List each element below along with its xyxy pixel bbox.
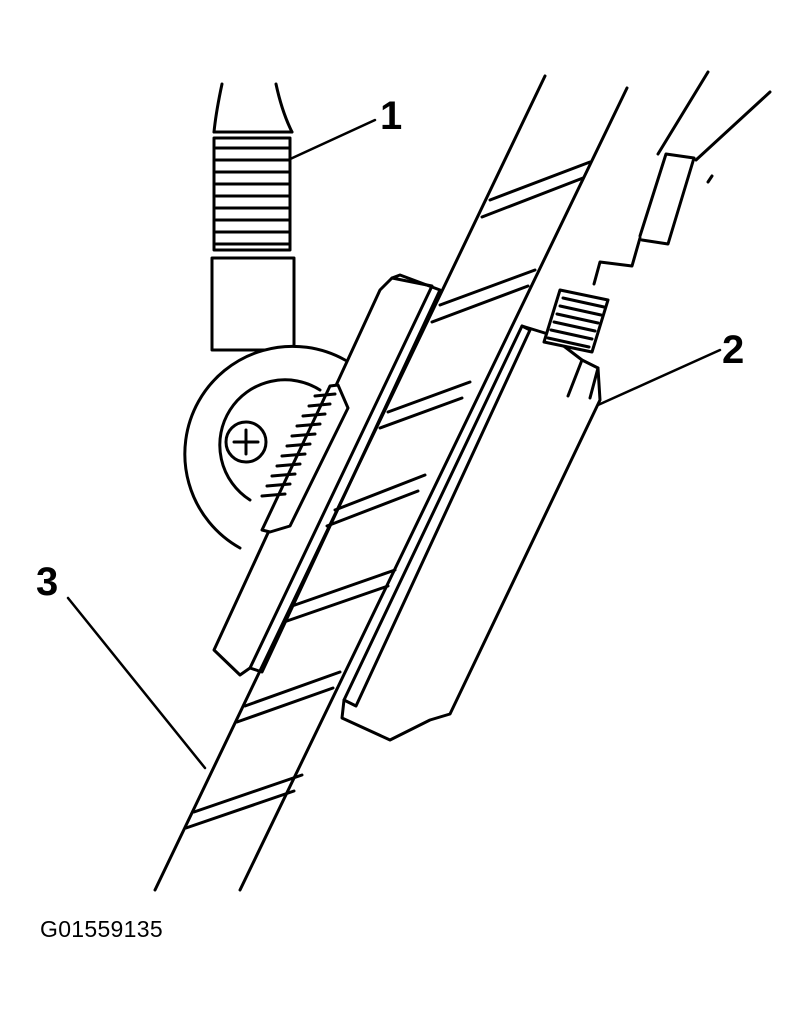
leader-line-3 [66, 596, 207, 770]
leader-line-2 [596, 348, 722, 407]
figure-id: G01559135 [40, 916, 163, 942]
adjuster-wheel [183, 344, 347, 550]
threaded-connector [542, 70, 772, 354]
callout-1: 1 [380, 94, 403, 138]
hose-fitting [210, 82, 296, 352]
clamp-plate [212, 273, 442, 677]
leader-lines [66, 118, 722, 770]
sensor-housing [340, 324, 602, 742]
leader-line-1 [286, 118, 377, 162]
callout-2: 2 [722, 328, 745, 372]
callout-3: 3 [36, 560, 59, 604]
